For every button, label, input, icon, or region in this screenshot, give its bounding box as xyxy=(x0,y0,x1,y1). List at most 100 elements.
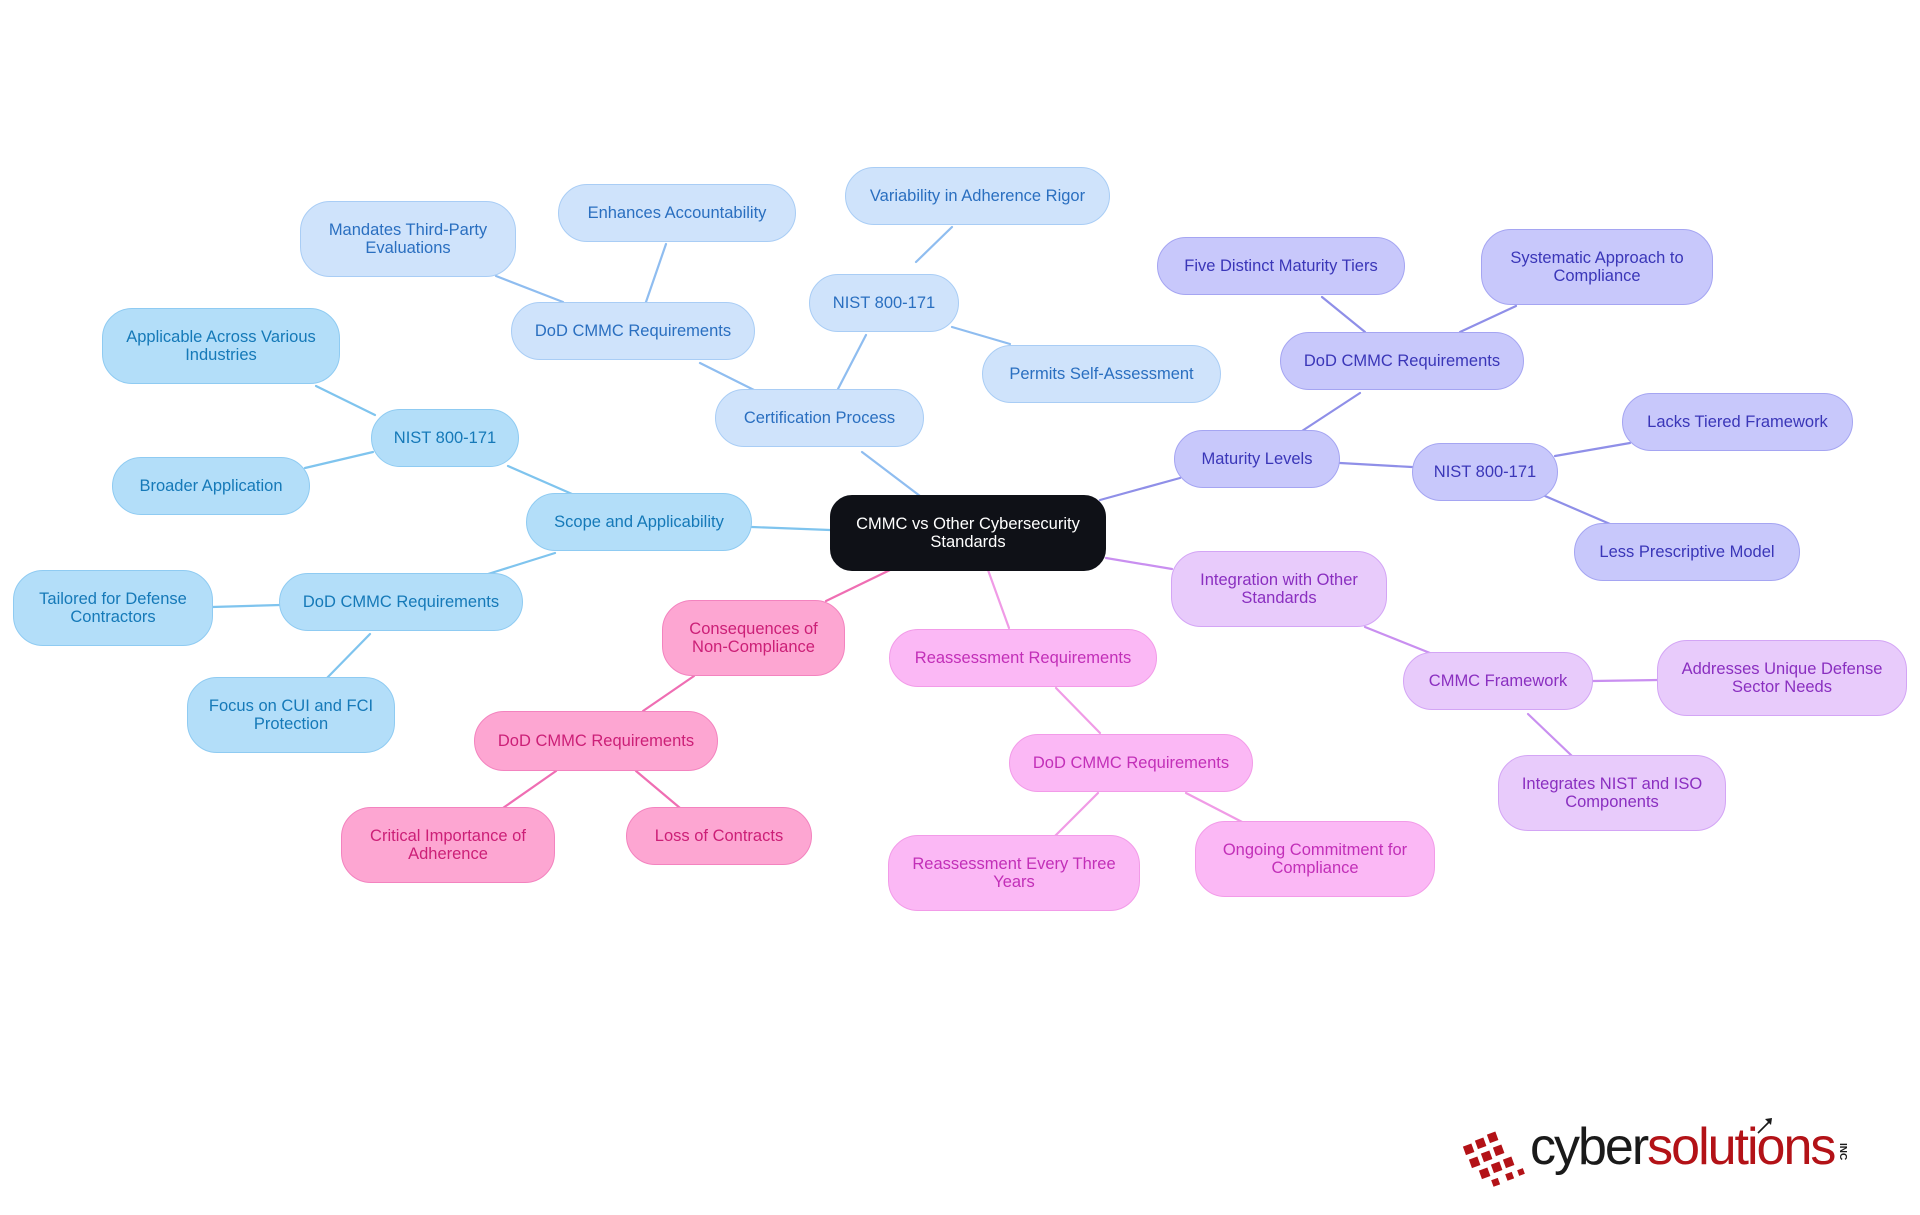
scope-nist-item-industries: Applicable Across Various Industries xyxy=(102,308,340,384)
consequences-dod-label: DoD CMMC Requirements xyxy=(497,732,695,750)
cert-dod-item-thirdparty: Mandates Third-Party Evaluations xyxy=(300,201,516,277)
reassessment-node: Reassessment Requirements xyxy=(889,629,1157,687)
link-reassessment-dod xyxy=(1054,686,1102,735)
integration-item-unique: Addresses Unique Defense Sector Needs xyxy=(1657,640,1907,716)
logo-mark-icon xyxy=(1462,1131,1525,1187)
logo-inc: INC xyxy=(1837,1143,1848,1161)
link-maturity-nist xyxy=(1338,461,1414,469)
integration-framework-node: CMMC Framework xyxy=(1403,652,1593,710)
scope-nist-item-broader: Broader Application xyxy=(112,457,310,515)
consequences-item-loss-label: Loss of Contracts xyxy=(654,827,784,845)
maturity-label: Maturity Levels xyxy=(1201,450,1313,468)
scope-nist-item-broader-label: Broader Application xyxy=(139,477,283,495)
scope-dod-item-cui-label: Focus on CUI and FCI Protection xyxy=(208,697,374,733)
integration-node: Integration with Other Standards xyxy=(1171,551,1387,627)
maturity-nist-item-lacks-label: Lacks Tiered Framework xyxy=(1647,413,1828,431)
reassessment-connectors xyxy=(986,568,1248,838)
scope-nist-item-industries-label: Applicable Across Various Industries xyxy=(126,328,316,364)
link-nist-variability xyxy=(914,225,954,264)
link-dod-critical xyxy=(501,769,558,810)
consequences-item-critical-label: Critical Importance of Adherence xyxy=(370,827,526,863)
link-consequences-dod xyxy=(641,674,696,713)
certification-label: Certification Process xyxy=(743,409,896,427)
integration-connectors xyxy=(1104,556,1660,758)
consequences-node: Consequences of Non-Compliance xyxy=(662,600,845,676)
link-dod-systematic xyxy=(1458,304,1518,334)
link-dod-cui xyxy=(325,632,372,680)
scope-node: Scope and Applicability xyxy=(526,493,752,551)
logo-arrow-icon xyxy=(1757,1118,1772,1134)
cert-dod-item-thirdparty-label: Mandates Third-Party Evaluations xyxy=(328,221,488,257)
maturity-nist-item-lacks: Lacks Tiered Framework xyxy=(1622,393,1853,451)
logo-wordmark: cybersolutions xyxy=(1530,1117,1836,1177)
consequences-item-critical: Critical Importance of Adherence xyxy=(341,807,555,883)
cybersolutions-logo: cybersolutions INC xyxy=(1460,1115,1870,1195)
maturity-nist-node: NIST 800-171 xyxy=(1412,443,1558,501)
scope-connectors xyxy=(210,384,832,680)
reassessment-dod-label: DoD CMMC Requirements xyxy=(1032,754,1230,772)
cert-dod-node: DoD CMMC Requirements xyxy=(511,302,755,360)
reassessment-dod-node: DoD CMMC Requirements xyxy=(1009,734,1253,792)
certification-node: Certification Process xyxy=(715,389,924,447)
integration-framework-label: CMMC Framework xyxy=(1428,672,1568,690)
maturity-dod-label: DoD CMMC Requirements xyxy=(1303,352,1501,370)
link-nist-self xyxy=(950,325,1012,346)
cert-dod-item-accountability-label: Enhances Accountability xyxy=(587,204,767,222)
maturity-nist-item-less-label: Less Prescriptive Model xyxy=(1599,543,1775,561)
consequences-item-loss: Loss of Contracts xyxy=(626,807,812,865)
link-maturity-dod xyxy=(1300,391,1362,433)
scope-dod-node: DoD CMMC Requirements xyxy=(279,573,523,631)
reassessment-item-three: Reassessment Every Three Years xyxy=(888,835,1140,911)
reassessment-item-ongoing: Ongoing Commitment for Compliance xyxy=(1195,821,1435,897)
cert-dod-label: DoD CMMC Requirements xyxy=(534,322,732,340)
link-root-consequences xyxy=(824,568,892,603)
scope-dod-item-tailored-label: Tailored for Defense Contractors xyxy=(39,590,187,626)
scope-nist-node: NIST 800-171 xyxy=(371,409,519,467)
logo-word-solutions: solutions xyxy=(1647,1118,1836,1176)
link-nist-less xyxy=(1543,494,1612,526)
link-cert-nist xyxy=(836,333,868,391)
scope-dod-label: DoD CMMC Requirements xyxy=(302,593,500,611)
consequences-dod-node: DoD CMMC Requirements xyxy=(474,711,718,771)
link-root-maturity xyxy=(1098,476,1182,502)
integration-label: Integration with Other Standards xyxy=(1200,571,1358,607)
link-dod-accountability xyxy=(644,242,668,304)
link-dod-ongoing xyxy=(1184,791,1248,826)
root-node: CMMC vs Other Cybersecurity Standards xyxy=(830,495,1106,571)
consequences-connectors xyxy=(501,568,892,810)
link-root-integration xyxy=(1104,556,1174,571)
scope-nist-label: NIST 800-171 xyxy=(393,429,497,447)
scope-dod-item-cui: Focus on CUI and FCI Protection xyxy=(187,677,395,753)
link-nist-lacks xyxy=(1553,441,1632,458)
link-integration-framework xyxy=(1363,625,1432,655)
cert-nist-node: NIST 800-171 xyxy=(809,274,959,332)
link-root-cert xyxy=(860,450,922,498)
reassessment-item-ongoing-label: Ongoing Commitment for Compliance xyxy=(1222,841,1408,877)
link-dod-tiers xyxy=(1320,295,1367,334)
logo-word-cyber: cyber xyxy=(1530,1118,1649,1176)
cert-nist-label: NIST 800-171 xyxy=(832,294,936,312)
link-scope-dod xyxy=(486,551,557,576)
cert-nist-item-self: Permits Self-Assessment xyxy=(982,345,1221,403)
reassessment-item-three-label: Reassessment Every Three Years xyxy=(912,855,1116,891)
integration-item-unique-label: Addresses Unique Defense Sector Needs xyxy=(1681,660,1883,696)
link-nist-industries xyxy=(314,384,377,417)
cert-nist-item-variability: Variability in Adherence Rigor xyxy=(845,167,1110,225)
maturity-dod-node: DoD CMMC Requirements xyxy=(1280,332,1524,390)
scope-label: Scope and Applicability xyxy=(554,513,724,531)
maturity-dod-item-tiers: Five Distinct Maturity Tiers xyxy=(1157,237,1405,295)
integration-item-iso-label: Integrates NIST and ISO Components xyxy=(1521,775,1703,811)
maturity-dod-item-systematic: Systematic Approach to Compliance xyxy=(1481,229,1713,305)
cert-nist-item-variability-label: Variability in Adherence Rigor xyxy=(869,187,1086,205)
link-scope-nist xyxy=(506,464,574,496)
maturity-nist-item-less: Less Prescriptive Model xyxy=(1574,523,1800,581)
link-dod-tailored xyxy=(210,603,282,609)
reassessment-label: Reassessment Requirements xyxy=(914,649,1132,667)
scope-dod-item-tailored: Tailored for Defense Contractors xyxy=(13,570,213,646)
consequences-label: Consequences of Non-Compliance xyxy=(689,620,818,656)
link-cert-dod xyxy=(698,361,758,393)
link-framework-iso xyxy=(1526,712,1574,758)
link-framework-unique xyxy=(1591,678,1660,683)
